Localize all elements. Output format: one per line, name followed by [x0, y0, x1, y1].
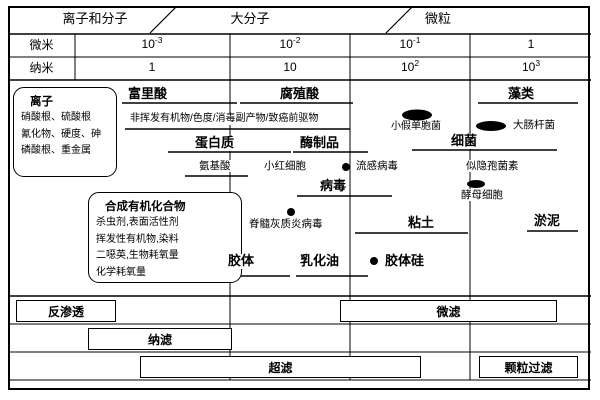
- header-macromolecules: 大分子: [205, 11, 295, 27]
- label-bacteria: 细菌: [449, 133, 480, 149]
- nano-value-3: 102: [370, 58, 450, 75]
- label-clay: 粘土: [406, 215, 437, 231]
- ions-box-line-1: 硝酸根、硫酸根: [21, 112, 91, 123]
- label-colloidal-silica: 胶体硅: [383, 253, 427, 269]
- synthetic-organics-line-1: 杀虫剂,表面活性剂: [96, 217, 179, 228]
- nano-value-4: 103: [491, 58, 571, 75]
- label-algae: 藻类: [506, 86, 537, 102]
- label-emulsified-oil: 乳化油: [298, 253, 342, 269]
- outer-border: [8, 6, 590, 390]
- label-cryptosporidium: 似隐孢菌素: [464, 160, 521, 173]
- micron-value-2-base: 10: [279, 37, 293, 51]
- bar-nanofiltration: 纳滤: [88, 328, 232, 350]
- header-ions-molecules: 离子和分子: [42, 11, 148, 27]
- colloidal-silica-dot: [370, 257, 378, 265]
- bar-reverse-osmosis: 反渗透: [16, 300, 116, 322]
- influenza-virus-dot: [342, 163, 350, 171]
- pseudomonas-blob: [402, 109, 432, 121]
- yeast-cell-blob: [467, 180, 485, 188]
- synthetic-organics-line-4: 化学耗氧量: [96, 266, 146, 278]
- header-particles: 微粒: [408, 11, 468, 27]
- synthetic-organics-box-title: 合成有机化合物: [105, 201, 186, 213]
- micron-value-1-base: 10: [141, 37, 155, 51]
- nano-value-1-base: 1: [148, 60, 156, 74]
- nano-value-4-exp: 3: [535, 58, 541, 68]
- synthetic-organics-box: 合成有机化合物 杀虫剂,表面活性剂 挥发性有机物,染料 二噁英,生物耗氧量 化学…: [88, 192, 242, 283]
- header-divider-1: [149, 6, 177, 34]
- label-fulvic-acid: 富里酸: [126, 86, 170, 102]
- label-humic-acid: 腐殖酸: [278, 86, 322, 102]
- ions-box: 离子 硝酸根、硫酸根 氰化物、硬度、砷 磷酸根、重金属: [13, 87, 117, 177]
- label-enzymes: 酶制品: [298, 135, 342, 151]
- synthetic-organics-line-2: 挥发性有机物,染料: [96, 233, 179, 245]
- bar-microfiltration: 微滤: [340, 300, 557, 322]
- label-protein: 蛋白质: [193, 135, 237, 151]
- micron-value-2-exp: -2: [292, 35, 301, 45]
- header-divider-2: [385, 6, 413, 34]
- label-amino-acids: 氨基酸: [197, 160, 233, 173]
- label-e-coli: 大肠杆菌: [511, 119, 557, 132]
- label-polio-virus: 脊髓灰质炎病毒: [247, 218, 325, 231]
- label-silt: 淤泥: [532, 213, 563, 229]
- nano-value-3-exp: 2: [414, 58, 420, 68]
- ions-box-title: 离子: [30, 96, 53, 108]
- micron-value-1-exp: -3: [154, 35, 163, 45]
- micron-value-4: 1: [491, 37, 571, 52]
- label-nonvolatile-organics: 非挥发有机物/色度/消毒副产物/致癌前驱物: [128, 113, 321, 125]
- nano-value-4-base: 10: [521, 60, 536, 74]
- label-influenza-virus: 流感病毒: [354, 160, 400, 173]
- nano-value-3-base: 10: [400, 60, 415, 74]
- polio-virus-dot: [287, 208, 295, 216]
- nano-value-2-base: 10: [283, 60, 297, 74]
- ions-box-line-3: 磷酸根、重金属: [21, 145, 91, 156]
- micron-value-3-base: 10: [399, 37, 413, 51]
- micron-value-3: 10-1: [370, 35, 450, 52]
- synthetic-organics-line-3: 二噁英,生物耗氧量: [96, 250, 179, 261]
- e-coli-blob: [476, 121, 506, 131]
- nano-value-1: 1: [112, 60, 192, 75]
- label-virus: 病毒: [318, 178, 349, 194]
- label-yeast-cells: 酵母细胞: [459, 189, 505, 202]
- nano-value-2: 10: [250, 60, 330, 75]
- micron-value-4-base: 1: [527, 37, 535, 51]
- micron-scale-label: 微米: [10, 38, 73, 53]
- micron-value-1: 10-3: [112, 35, 192, 52]
- label-red-cells: 小红细胞: [262, 160, 308, 173]
- bar-granular-filtration: 颗粒过滤: [479, 356, 578, 378]
- nano-scale-label: 纳米: [10, 61, 73, 76]
- micron-value-2: 10-2: [250, 35, 330, 52]
- label-colloid: 胶体: [226, 253, 257, 269]
- ions-box-line-2: 氰化物、硬度、砷: [21, 128, 101, 140]
- micron-value-3-exp: -1: [412, 35, 421, 45]
- label-pseudomonas: 小假单胞菌: [389, 121, 443, 133]
- bar-ultrafiltration: 超滤: [140, 356, 421, 378]
